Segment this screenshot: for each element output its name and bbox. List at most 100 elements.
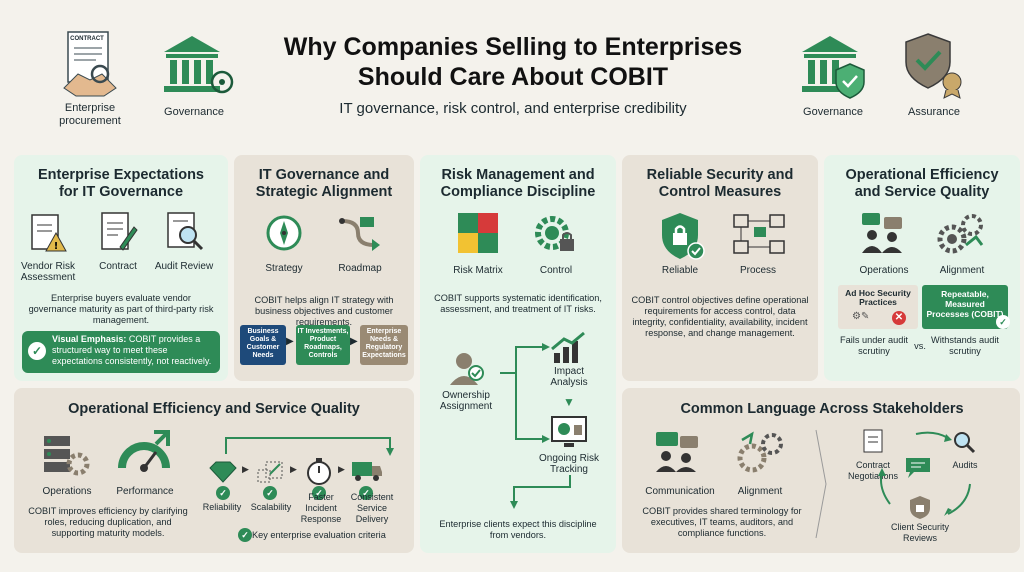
title-line-1: Why Companies Selling to Enterprises [283, 33, 743, 61]
risk-matrix-icon [456, 211, 500, 260]
roadmap-icon [338, 213, 382, 258]
check-circle-icon: ✓ [28, 342, 46, 360]
flow-step-business-goals: Business Goals & Customer Needs [240, 325, 286, 365]
card-title: Reliable Security and Control Measures [646, 167, 794, 200]
card-title: IT Governance and Strategic Alignment [255, 167, 393, 200]
arrow-icon: ▶ [286, 336, 294, 347]
procurement-label: procurement [59, 115, 121, 127]
stopwatch-icon [304, 456, 334, 491]
withstands-label: Withstands audit scrutiny [931, 335, 999, 356]
card-security: Reliable Security and Control Measures R… [622, 155, 818, 381]
chart-growth-icon [550, 331, 588, 370]
client-reviews-label: Client Security Reviews [890, 522, 950, 543]
arrow-down-icon: ▼ [563, 395, 575, 409]
fails-label: Fails under audit scrutiny [840, 335, 908, 356]
governance-shield-icon [798, 30, 870, 100]
assurance-label: Assurance [908, 106, 960, 118]
contract-negotiations-label: Contract Negotiations [847, 460, 899, 481]
card-title: Common Language Across Stakeholders [680, 401, 964, 417]
card-operational-efficiency: Operational Efficiency and Service Quali… [14, 388, 414, 553]
card-enterprise-expectations: Enterprise Expectations for IT Governanc… [14, 155, 228, 381]
chat-people-icon [654, 430, 702, 479]
contract-label: Contract [99, 261, 137, 272]
arrow-icon: ▶ [350, 336, 358, 347]
compare-cobit-box: Repeatable, Measured Processes (COBIT) ✓ [922, 285, 1010, 329]
card-operational-efficiency-small: Operational Efficiency and Service Quali… [824, 155, 1020, 381]
card-title: Risk Management and Compliance Disciplin… [440, 167, 596, 200]
gem-icon [208, 460, 238, 489]
check-circle-icon: ✓ [312, 486, 326, 500]
reliable-label: Reliable [661, 265, 699, 276]
card-title: Operational Efficiency and Service Quali… [68, 401, 360, 417]
arrow-icon: ▶ [290, 464, 297, 474]
emphasis-box: ✓ Visual Emphasis: COBIT provides a stru… [22, 331, 220, 373]
person-badge-icon [448, 351, 488, 392]
card-risk-management: Risk Management and Compliance Disciplin… [420, 155, 616, 553]
card-it-governance: IT Governance and Strategic Alignment St… [234, 155, 414, 381]
loop-connector [225, 437, 394, 456]
process-flow-icon [732, 211, 788, 264]
flow-connector [500, 343, 550, 443]
strategy-label: Strategy [265, 263, 303, 274]
gear-lock-icon [532, 211, 578, 262]
assurance-shield-icon [900, 30, 970, 100]
compare-adhoc-box: Ad Hoc Security Practices ⚙✎ ✕ [838, 285, 918, 329]
document-icon [862, 428, 884, 459]
chat-bubble-icon [904, 456, 932, 485]
scattered-icon: ⚙✎ [852, 311, 870, 322]
adhoc-label: Ad Hoc Security Practices [845, 288, 911, 307]
check-circle-icon: ✓ [359, 486, 373, 500]
process-label: Process [739, 265, 777, 276]
check-circle-icon: ✓ [238, 528, 252, 542]
criteria-label: Key enterprise evaluation criteria [252, 530, 386, 540]
compass-icon [264, 213, 304, 258]
contract-handshake-icon [60, 30, 120, 98]
page-subtitle: IT governance, risk control, and enterpr… [339, 100, 687, 117]
card-title: Enterprise Expectations for IT Governanc… [38, 167, 204, 200]
faster-response-label: Faster Incident Response [300, 492, 342, 524]
enterprise-label: Enterprise [64, 102, 116, 114]
vendor-risk-label: Vendor Risk Assessment [20, 261, 76, 283]
audit-magnifier-icon [952, 430, 976, 459]
governance-label-right: Governance [803, 106, 863, 118]
emphasis-text: COBIT provides a structured way to meet … [52, 334, 212, 366]
scalability-label: Scalability [250, 502, 292, 512]
risk-text: COBIT supports systematic identification… [434, 293, 602, 314]
language-text: COBIT provides shared terminology for ex… [642, 506, 802, 538]
performance-label: Performance [116, 486, 174, 497]
title-line-2: Should Care About COBIT [357, 63, 669, 91]
x-circle-icon: ✕ [892, 311, 906, 325]
contract-label: CONTRACT [70, 36, 104, 42]
consistent-delivery-label: Consistent Service Delivery [350, 492, 394, 524]
audit-review-label: Audit Review [154, 261, 214, 272]
operations-label: Operations [859, 265, 909, 276]
communication-label: Communication [645, 486, 715, 497]
gears-arrows-icon [736, 430, 786, 481]
alignment-label: Alignment [939, 265, 985, 276]
audit-magnifier-icon [164, 211, 206, 258]
flow-return-connector [510, 475, 571, 509]
check-circle-icon: ✓ [263, 486, 277, 500]
audits-label: Audits [952, 460, 978, 470]
ownership-label: Ownership Assignment [439, 390, 493, 412]
cycle-arrows [878, 431, 971, 516]
reliability-label: Reliability [202, 502, 242, 512]
governance-text: COBIT helps align IT strategy with busin… [254, 295, 394, 327]
roadmap-label: Roadmap [338, 263, 382, 274]
flow-step-it-investments: IT Investments, Product Roadmaps, Contro… [296, 325, 350, 365]
team-chat-icon [860, 211, 906, 260]
divider-chevron [815, 429, 827, 539]
page-title: Why Companies Selling to Enterprises Sho… [230, 32, 796, 92]
emphasis-label: Visual Emphasis: [52, 334, 127, 344]
arrow-icon: ▶ [338, 464, 345, 474]
expectations-text: Enterprise buyers evaluate vendor govern… [28, 293, 214, 325]
card-title: Operational Efficiency and Service Quali… [845, 167, 999, 200]
shield-lock-small-icon [908, 494, 932, 525]
svg-text:!: ! [54, 241, 59, 252]
alignment-label: Alignment [737, 486, 783, 497]
governance-label-left: Governance [164, 106, 224, 118]
contract-pen-icon [98, 211, 138, 258]
shield-lock-icon [658, 211, 706, 266]
monitor-tracking-icon [550, 415, 588, 454]
vs-label: vs. [914, 341, 926, 351]
